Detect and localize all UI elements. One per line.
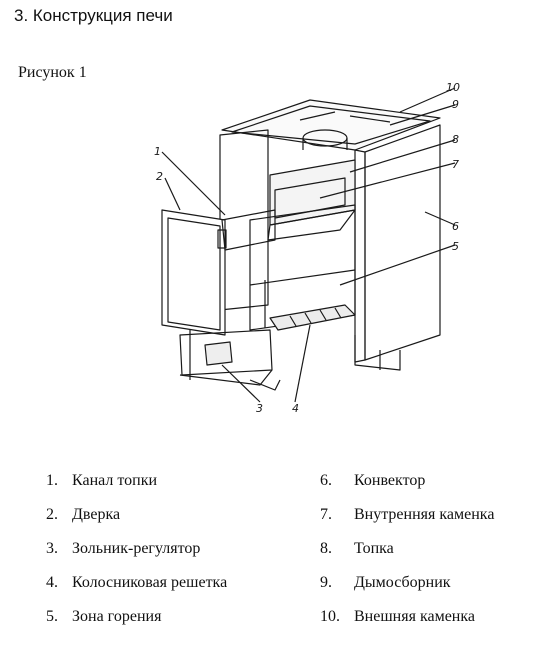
- figure-label: Рисунок 1: [18, 64, 87, 81]
- legend-text: Дверка: [72, 506, 121, 523]
- legend-number: 4.: [46, 574, 58, 591]
- callout-9: 9: [452, 98, 459, 111]
- legend-item: 8. Топка: [320, 540, 394, 558]
- legend-number: 8.: [320, 540, 332, 557]
- callout-2: 2: [156, 170, 163, 183]
- callout-6: 6: [452, 220, 459, 233]
- legend-number: 7.: [320, 506, 332, 523]
- legend-text: Зольник-регулятор: [72, 540, 201, 557]
- callout-8: 8: [452, 133, 459, 146]
- legend-text: Зона горения: [72, 608, 162, 625]
- legend-number: 3.: [46, 540, 58, 557]
- legend-item: 9. Дымосборник: [320, 574, 451, 592]
- callout-3: 3: [256, 402, 263, 415]
- legend-text: Дымосборник: [354, 574, 451, 591]
- legend-text: Колосниковая решетка: [72, 574, 228, 591]
- legend-text: Канал топки: [72, 472, 158, 489]
- legend-text: Внутренняя каменка: [354, 506, 495, 523]
- legend-item: 1. Канал топки: [46, 472, 157, 490]
- legend: 1. Канал топки 2. Дверка 3. Зольник-регулят…: [0, 468, 559, 658]
- section-title: 3. Конструкция печи: [14, 6, 173, 25]
- legend-item: 4. Колосниковая решетка: [46, 574, 227, 592]
- legend-item: 6. Конвектор: [320, 472, 425, 490]
- legend-text: Топка: [354, 540, 394, 557]
- legend-number: 9.: [320, 574, 332, 591]
- callout-1: 1: [154, 145, 161, 158]
- legend-number: 1.: [46, 472, 58, 489]
- legend-item: 2. Дверка: [46, 506, 120, 524]
- callout-4: 4: [292, 402, 299, 415]
- stove-cutaway-drawing: 1 2 3 4 5 6 7 8 9 10: [154, 81, 460, 415]
- legend-number: 6.: [320, 472, 332, 489]
- legend-number: 5.: [46, 608, 58, 625]
- legend-item: 3. Зольник-регулятор: [46, 540, 200, 558]
- legend-number: 10.: [320, 608, 340, 625]
- legend-number: 2.: [46, 506, 58, 523]
- legend-text: Внешняя каменка: [354, 608, 475, 625]
- callout-7: 7: [452, 158, 459, 171]
- legend-text: Конвектор: [354, 472, 426, 489]
- legend-item: 10. Внешняя каменка: [320, 608, 475, 626]
- legend-item: 5. Зона горения: [46, 608, 161, 626]
- callout-10: 10: [446, 81, 460, 94]
- legend-item: 7. Внутренняя каменка: [320, 506, 494, 524]
- callout-5: 5: [452, 240, 459, 253]
